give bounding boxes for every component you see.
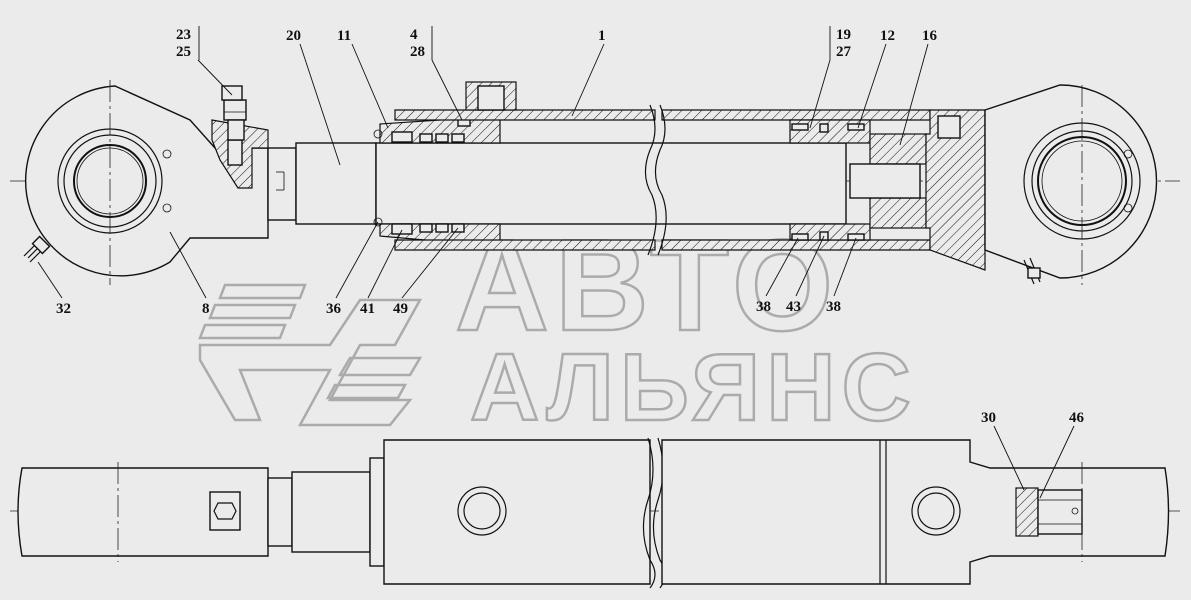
label-12: 12 [880, 28, 895, 44]
rear-head [925, 84, 1158, 285]
label-8: 8 [202, 301, 210, 317]
piston [789, 119, 927, 241]
watermark-line1: АВТО [455, 212, 839, 358]
watermark: АВТО АЛЬЯНС [198, 211, 917, 442]
label-36: 36 [326, 301, 342, 317]
clamp-bolt [211, 85, 269, 189]
top-section-view: 23 25 20 11 4 28 1 19 27 12 16 32 8 [10, 26, 1180, 317]
label-27: 27 [836, 44, 852, 60]
top-labels: 23 25 20 11 4 28 1 19 27 12 16 32 8 [37, 26, 938, 317]
label-46: 46 [1069, 410, 1085, 426]
label-20: 20 [286, 28, 301, 44]
label-30: 30 [981, 410, 996, 426]
label-25: 25 [176, 44, 191, 60]
label-23: 23 [176, 27, 191, 43]
label-41: 41 [360, 301, 375, 317]
watermark-logo [198, 283, 423, 427]
label-32: 32 [56, 301, 71, 317]
left-eye [23, 80, 269, 285]
piston-rod [267, 142, 847, 225]
label-43: 43 [786, 299, 801, 315]
label-38-left: 38 [756, 299, 771, 315]
label-1: 1 [598, 28, 606, 44]
label-16: 16 [922, 28, 938, 44]
label-4: 4 [410, 27, 418, 43]
label-28: 28 [410, 44, 425, 60]
label-11: 11 [337, 28, 351, 44]
label-49: 49 [393, 301, 408, 317]
label-19: 19 [836, 27, 851, 43]
watermark-line2: АЛЬЯНС [470, 334, 917, 441]
bottom-plan-view: 30 46 [10, 410, 1180, 589]
label-38-right: 38 [826, 299, 841, 315]
